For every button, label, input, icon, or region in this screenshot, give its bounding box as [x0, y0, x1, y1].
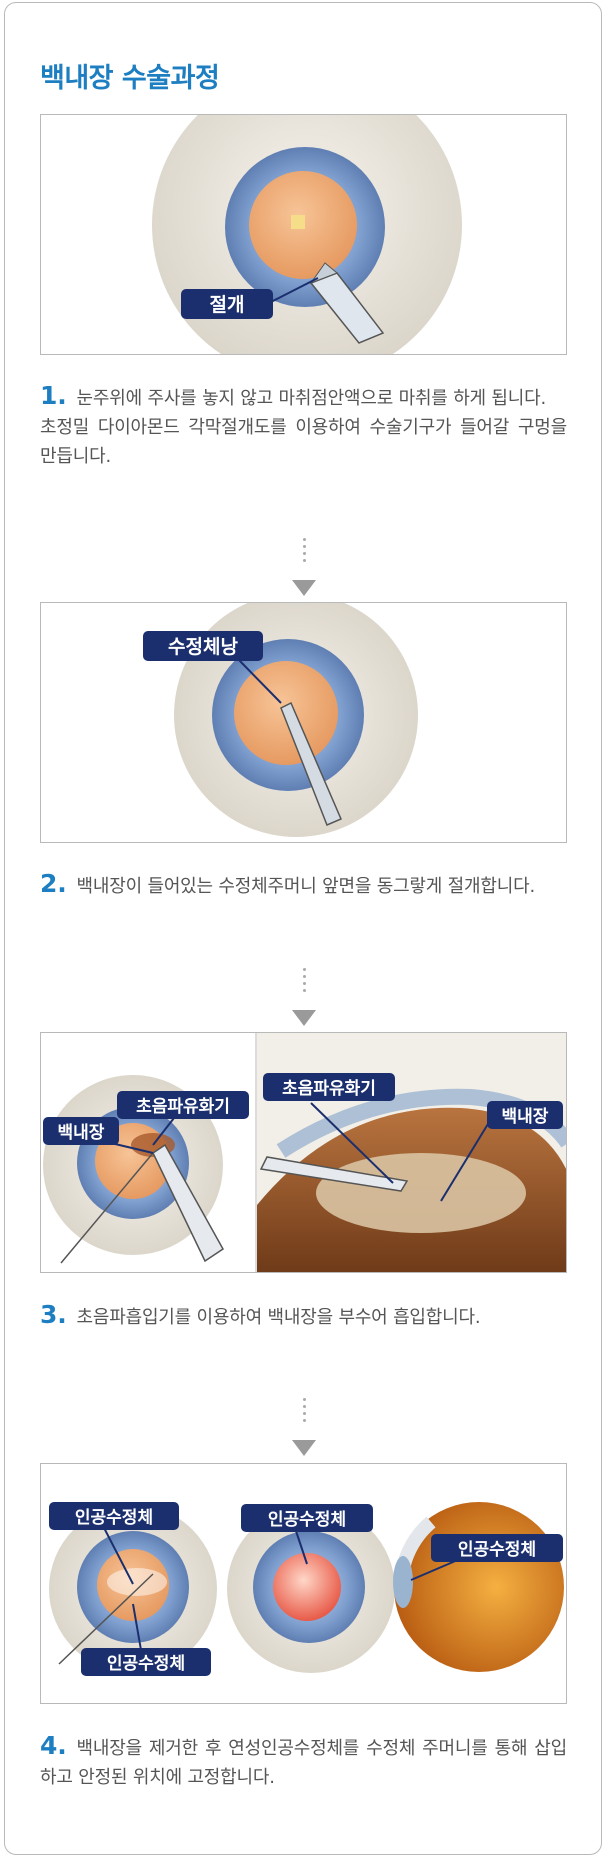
phaco-tag-right	[263, 1073, 395, 1101]
cataract-tag-left	[43, 1117, 119, 1145]
step4-number: 4.	[40, 1731, 67, 1760]
step1-illustration: 절개	[40, 114, 567, 355]
down-arrow-icon	[292, 1010, 316, 1026]
down-arrow-icon	[292, 580, 316, 596]
capsule-label: 수정체낭	[168, 636, 238, 658]
iol-label-2: 인공수정체	[107, 1654, 185, 1674]
incision-tag	[181, 289, 273, 319]
step-connector-2	[301, 968, 307, 996]
iol-tag-2	[81, 1648, 211, 1676]
cataract-label-left: 백내장	[58, 1123, 105, 1143]
step1-text-line2: 초정밀 다이아몬드 각막절개도를 이용하여 수술기구가 들어갈 구멍을 만듭니다…	[40, 417, 567, 467]
step3-number: 3.	[40, 1300, 67, 1329]
page-title: 백내장 수술과정	[40, 63, 220, 94]
phaco-label-left: 초음파유화기	[136, 1097, 230, 1117]
step1-text: 1. 눈주위에 주사를 놓지 않고 마취점안액으로 마취를 하게 됩니다. 초정밀…	[40, 381, 567, 471]
step-connector-3	[301, 1398, 307, 1426]
iol-tag-4	[431, 1534, 563, 1562]
step2-text-line1: 백내장이 들어있는 수정체주머니 앞면을 동그랗게 절개합니다.	[76, 876, 536, 897]
iol-label-1: 인공수정체	[75, 1508, 153, 1528]
iol-tag-3	[241, 1504, 373, 1532]
step4-text-line1: 백내장을 제거한 후 연성인공수정체를 수정체 주머니를 통해 삽입하고 안정된…	[40, 1738, 567, 1788]
incision-label: 절개	[210, 294, 245, 316]
step4-text: 4.백내장을 제거한 후 연성인공수정체를 수정체 주머니를 통해 삽입하고 안…	[40, 1731, 567, 1792]
step1-text-line1: 눈주위에 주사를 놓지 않고 마취점안액으로 마취를 하게 됩니다.	[76, 388, 547, 409]
capsule-tag	[143, 631, 263, 661]
iol-label-3: 인공수정체	[268, 1510, 346, 1530]
step4-illustration: 인공수정체 인공수정체 인공수정체 인공수정체	[40, 1463, 567, 1704]
step2-number: 2.	[40, 869, 67, 898]
iol-label-4: 인공수정체	[458, 1540, 536, 1560]
cataract-tag-right	[487, 1101, 563, 1129]
phaco-label-right: 초음파유화기	[282, 1079, 376, 1099]
step2-text: 2. 백내장이 들어있는 수정체주머니 앞면을 동그랗게 절개합니다.	[40, 869, 567, 901]
phaco-tag-left	[117, 1091, 249, 1119]
step1-number: 1.	[40, 381, 67, 410]
cataract-label-right: 백내장	[502, 1107, 549, 1127]
step3-text-line1: 초음파흡입기를 이용하여 백내장을 부수어 흡입합니다.	[76, 1307, 481, 1328]
step2-illustration: 수정체낭	[40, 602, 567, 843]
step3-illustration: 백내장 초음파유화기 초음파유화기 백내장	[40, 1032, 567, 1273]
step3-text: 3. 초음파흡입기를 이용하여 백내장을 부수어 흡입합니다.	[40, 1300, 567, 1332]
step-connector-1	[301, 538, 307, 566]
iol-tag-1	[49, 1502, 179, 1530]
down-arrow-icon	[292, 1440, 316, 1456]
